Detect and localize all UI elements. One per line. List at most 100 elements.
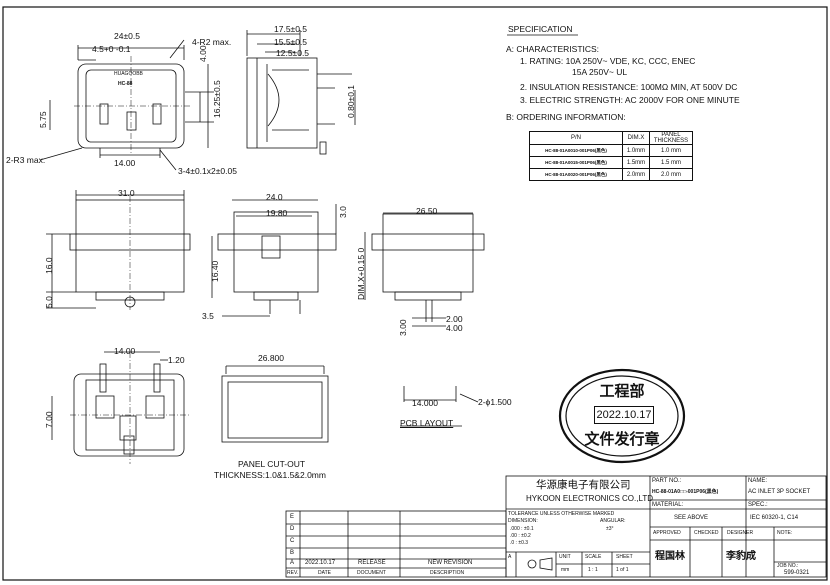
company-cn: 华源康电子有限公司 bbox=[536, 479, 631, 491]
panel-cutout-label: PANEL CUT-OUT bbox=[238, 459, 306, 469]
name-value: AC INLET 3P SOCKET bbox=[748, 489, 811, 495]
approved-signature: 程国林 bbox=[655, 551, 685, 562]
rev-a-doc: RELEASE bbox=[358, 560, 386, 566]
part-no: HC-88-01A0□□-001P06(黑色) bbox=[652, 489, 719, 495]
designer-signature: 李豹成 bbox=[726, 551, 756, 562]
dim-2-00: 2.00 bbox=[446, 314, 463, 324]
unit-label: UNIT bbox=[559, 554, 571, 560]
approved-label: APPROVED bbox=[653, 530, 681, 536]
dim-3-00: 3.00 bbox=[398, 319, 408, 336]
table-cell: 1.0 mm bbox=[649, 144, 693, 157]
tol-1: .000 : ±0.1 bbox=[510, 526, 534, 532]
rev-header-rev: REV. bbox=[287, 570, 299, 576]
spec-rating-1: 1. RATING: 10A 250V~ VDE, KC, CCC, ENEC bbox=[520, 56, 696, 66]
thickness-label: THICKNESS:1.0&1.5&2.0mm bbox=[214, 470, 326, 480]
part-no-label: PART NO.: bbox=[652, 478, 682, 484]
dim-pcb-hole: 2-ϕ1.500 bbox=[478, 397, 512, 407]
dim-19-80: 19.80 bbox=[266, 208, 288, 218]
brand-mark: HUAGOOBB bbox=[114, 71, 143, 77]
stamp-top-text: 工程部 bbox=[599, 382, 645, 400]
rev-a-desc: NEW REVISION bbox=[428, 560, 473, 566]
angular-value: ±3° bbox=[606, 526, 614, 532]
table-cell: HC-88-01A0015-001P06(黑色) bbox=[529, 156, 623, 169]
dim-24-0: 24.0 bbox=[266, 192, 283, 202]
dim-dim-x: DIM.X+0.15 0 bbox=[356, 247, 366, 300]
dim-pin: 3-4±0.1x2±0.05 bbox=[178, 166, 237, 176]
table-cell: HC-88-01A0020-001P06(黑色) bbox=[529, 168, 623, 181]
material-value: SEE ABOVE bbox=[674, 515, 709, 521]
table-row: HC-88-01A0020-001P06(黑色) 2.0mm 2.0 mm bbox=[529, 168, 693, 181]
rev-header-date: DATE bbox=[318, 570, 331, 576]
table-cell: 1.5 mm bbox=[649, 156, 693, 169]
spec-title: SPECIFICATION bbox=[508, 24, 573, 34]
table-cell: 1.5mm bbox=[622, 156, 650, 169]
table-row: HC-88-01A0010-001P06(黑色) 1.0mm 1.0 mm bbox=[529, 144, 693, 157]
tol-2: .00 : ±0.2 bbox=[510, 533, 531, 539]
rev-a: A bbox=[290, 560, 295, 566]
job-no-label: JOB NO.: bbox=[777, 563, 799, 569]
designer-label: DESIGNER bbox=[727, 530, 754, 536]
table-cell: 1.0mm bbox=[622, 144, 650, 157]
job-no: 599-0321 bbox=[784, 570, 810, 576]
spec-b-heading: B: ORDERING INFORMATION: bbox=[506, 112, 626, 122]
rev-c: C bbox=[290, 538, 295, 544]
dim-7-00: 7.00 bbox=[44, 411, 54, 428]
dim-5-75: 5.75 bbox=[38, 111, 48, 128]
dim-24: 24±0.5 bbox=[114, 31, 140, 41]
rev-e: E bbox=[290, 514, 295, 520]
rev-header-description: DESCRIPTION bbox=[430, 570, 465, 576]
model-mark: HC-88 bbox=[118, 81, 133, 87]
dim-12-5: 12.5±0.5 bbox=[276, 48, 310, 58]
dim-r2: 4-R2 max. bbox=[192, 37, 232, 47]
table-cell: 2.0mm bbox=[622, 168, 650, 181]
spec-value: IEC 60320-1, C14 bbox=[750, 515, 799, 521]
dim-26-800: 26.800 bbox=[258, 353, 284, 363]
dim-31-0: 31.0 bbox=[118, 188, 135, 198]
rev-a-date: 2022.10.17 bbox=[305, 560, 336, 566]
rev-d: D bbox=[290, 526, 295, 532]
rev-header-document: DOCUMENT bbox=[357, 570, 386, 576]
spec-insulation: 2. INSULATION RESISTANCE: 100MΩ MIN, AT … bbox=[520, 82, 738, 92]
table-header: DIM.X bbox=[622, 131, 650, 145]
dim-0-80: 0.80±0.1 bbox=[346, 84, 356, 118]
release-stamp: 工程部 2022.10.17 文件发行章 bbox=[560, 370, 684, 462]
dim-1-20: 1.20 bbox=[168, 355, 185, 365]
table-row: P/N DIM.X PANEL THICKNESS bbox=[529, 131, 693, 145]
table-header: P/N bbox=[529, 131, 623, 145]
dim-17-5: 17.5±0.5 bbox=[274, 24, 308, 34]
dim-4-00-r: 4.00 bbox=[446, 323, 463, 333]
dim-r3: 2-R3 max. bbox=[6, 155, 46, 165]
ordering-table: P/N DIM.X PANEL THICKNESS HC-88-01A0010-… bbox=[529, 131, 693, 181]
dim-16-25: 16.25±0.5 bbox=[212, 80, 222, 118]
pcb-layout-label: PCB LAYOUT bbox=[400, 418, 454, 428]
rev-b: B bbox=[290, 550, 295, 556]
stamp-date: 2022.10.17 bbox=[594, 406, 654, 424]
dim-14-00-top: 14.00 bbox=[114, 158, 136, 168]
unit-value: mm bbox=[561, 567, 570, 573]
tolerance-label: TOLERANCE UNLESS OTHERWISE MARKED bbox=[508, 511, 615, 517]
note-label: NOTE: bbox=[777, 530, 793, 536]
dim-5-0: 5.0 bbox=[44, 296, 54, 308]
dim-26-50: 26.50 bbox=[416, 206, 438, 216]
spec-electric: 3. ELECTRIC STRENGTH: AC 2000V FOR ONE M… bbox=[520, 95, 740, 105]
dim-15-5: 15.5±0.5 bbox=[274, 37, 308, 47]
dim-pcb-14: 14.000 bbox=[412, 398, 438, 408]
checked-label: CHECKED bbox=[694, 530, 719, 536]
table-header: PANEL THICKNESS bbox=[649, 131, 693, 145]
sheet-value: 1 of 1 bbox=[616, 567, 629, 573]
spec-a-heading: A: CHARACTERISTICS: bbox=[506, 44, 600, 54]
dim-14-00-bottom: 14.00 bbox=[114, 346, 136, 356]
table-cell: 2.0 mm bbox=[649, 168, 693, 181]
angular-label: ANGULAR: bbox=[600, 518, 626, 524]
scale-value: 1 : 1 bbox=[588, 567, 598, 573]
table-row: HC-88-01A0015-001P06(黑色) 1.5mm 1.5 mm bbox=[529, 156, 693, 169]
dim-3-5: 3.5 bbox=[202, 311, 214, 321]
name-label: NAME: bbox=[748, 478, 768, 484]
spec-label: SPEC.: bbox=[748, 502, 768, 508]
tol-3: .0 : ±0.3 bbox=[510, 540, 529, 546]
dim-3-0: 3.0 bbox=[338, 206, 348, 218]
dim-4-5: 4.5+0 -0.1 bbox=[92, 44, 131, 54]
table-cell: HC-88-01A0010-001P06(黑色) bbox=[529, 144, 623, 157]
dimension-label: DIMENSION: bbox=[508, 518, 538, 524]
